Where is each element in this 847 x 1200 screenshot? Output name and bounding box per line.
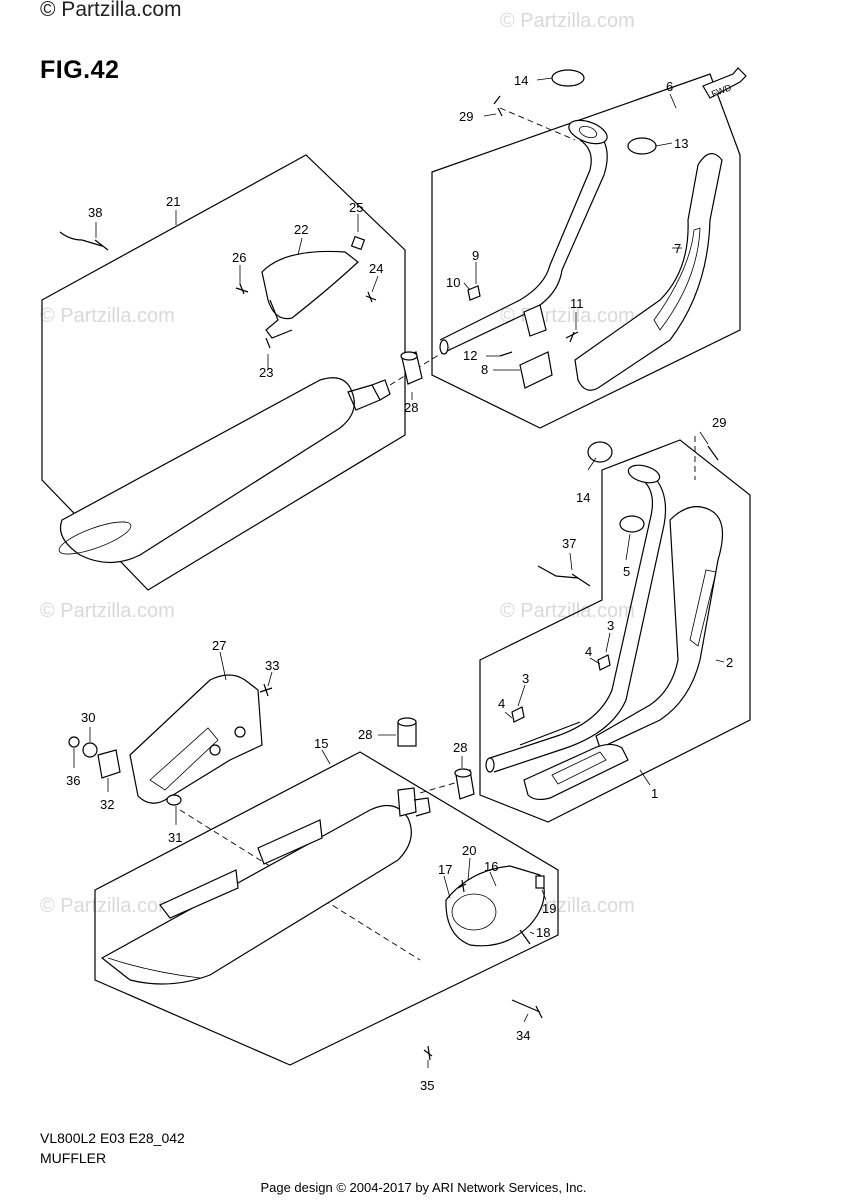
callout-17: 17 (438, 862, 452, 877)
muffler-21-group (41, 154, 406, 591)
callout-14b: 14 (576, 490, 590, 505)
callout-11: 11 (570, 296, 584, 311)
callout-7: 7 (674, 241, 681, 256)
group-box-21 (41, 154, 406, 591)
rear-pipe-6-group: FWD (431, 67, 747, 429)
callout-1: 1 (651, 786, 658, 801)
callout-labels: 1 2 3 3 4 4 5 6 7 8 9 10 11 12 13 14 14 … (66, 73, 733, 1093)
callout-13: 13 (674, 136, 688, 151)
watermark: © Partzilla.com (40, 305, 175, 327)
diagram-caption: MUFFLER (40, 1150, 107, 1166)
bushing-32 (97, 749, 121, 779)
callout-21: 21 (166, 194, 180, 209)
sensor-37 (537, 565, 591, 587)
callout-19: 19 (542, 901, 556, 916)
muffler-15-group (94, 749, 559, 1066)
callout-35: 35 (420, 1078, 434, 1093)
bracket-27-group (68, 651, 273, 825)
bracket-8 (519, 351, 553, 389)
watermark: © Partzilla.com (40, 895, 175, 917)
callout-28b: 28 (358, 727, 372, 742)
gasket-14-lower (587, 441, 613, 463)
callout-36: 36 (66, 773, 80, 788)
callout-27: 27 (212, 638, 226, 653)
callout-26: 26 (232, 250, 246, 265)
sensor-38 (59, 231, 109, 251)
callout-33: 33 (265, 658, 279, 673)
callout-4b: 4 (498, 696, 505, 711)
callout-16: 16 (484, 859, 498, 874)
bushing-28-lower (378, 717, 417, 747)
heat-cover-2 (595, 506, 724, 749)
callout-29b: 29 (712, 415, 726, 430)
callout-15: 15 (314, 736, 328, 751)
callout-18: 18 (536, 925, 550, 940)
watermark: © Partzilla.com (500, 600, 635, 622)
watermark: © Partzilla.com (40, 600, 175, 622)
callout-37: 37 (562, 536, 576, 551)
nut-36 (68, 736, 80, 748)
group-box-15 (94, 751, 559, 1066)
fwd-arrow (702, 67, 747, 99)
callout-2: 2 (726, 655, 733, 670)
callout-3: 3 (607, 618, 614, 633)
model-code: VL800L2 E03 E28_042 (40, 1130, 185, 1146)
muffler-body-15 (100, 804, 412, 985)
page-footer: Page design © 2004-2017 by ARI Network S… (260, 1180, 587, 1195)
heat-cover-1 (523, 743, 629, 801)
callout-30: 30 (81, 710, 95, 725)
bushing-28-middle (454, 756, 475, 800)
rear-pipe (439, 139, 592, 341)
clip-19 (535, 875, 545, 889)
callout-28: 28 (404, 400, 418, 415)
heat-shield-22 (261, 250, 359, 320)
callout-3b: 3 (522, 671, 529, 686)
muffler-body-21 (59, 377, 355, 564)
callout-14: 14 (514, 73, 528, 88)
group-box-1 (479, 439, 751, 823)
callout-20: 20 (462, 843, 476, 858)
gasket-14-upper (551, 69, 585, 87)
bushing-28-upper (400, 351, 423, 400)
group-box-6 (431, 73, 741, 429)
callout-23: 23 (259, 365, 273, 380)
watermark-top: © Partzilla.com (40, 0, 182, 21)
front-pipe-1-group (479, 431, 751, 823)
callout-25: 25 (349, 200, 363, 215)
callout-22: 22 (294, 222, 308, 237)
callout-29: 29 (459, 109, 473, 124)
collar-31 (166, 794, 182, 806)
callout-38: 38 (88, 205, 102, 220)
bolt-20 (457, 879, 467, 893)
callout-12: 12 (463, 348, 477, 363)
heat-shield-16-group (443, 857, 547, 947)
callout-32: 32 (100, 797, 114, 812)
watermark: © Partzilla.com (500, 10, 635, 32)
heat-cover-7 (574, 153, 723, 391)
bolt-35 (423, 1045, 433, 1068)
callout-28c: 28 (453, 740, 467, 755)
callout-24: 24 (369, 261, 383, 276)
washer-30 (82, 742, 98, 758)
callout-8: 8 (481, 362, 488, 377)
bolt-34 (511, 999, 543, 1023)
callout-4: 4 (585, 644, 592, 659)
callout-9: 9 (472, 248, 479, 263)
callout-5: 5 (623, 564, 630, 579)
callout-6: 6 (666, 79, 673, 94)
callout-10: 10 (446, 275, 460, 290)
bolt-18 (519, 929, 531, 945)
callout-34: 34 (516, 1028, 530, 1043)
clamp-13 (627, 137, 657, 155)
callout-31: 31 (168, 830, 182, 845)
figure-title: FIG.42 (40, 56, 120, 84)
clamp-5 (619, 515, 645, 533)
